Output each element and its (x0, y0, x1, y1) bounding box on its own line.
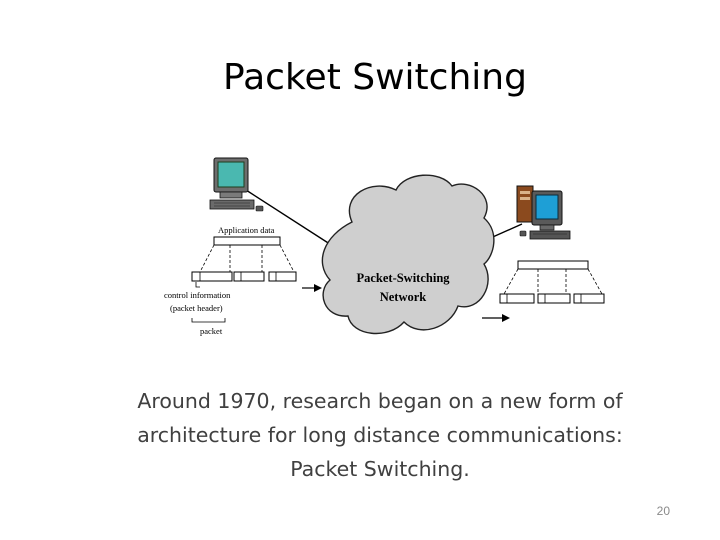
control-info-label-line1: control information (164, 290, 231, 300)
packet-3 (268, 271, 297, 282)
receiver-computer-icon (516, 185, 571, 240)
body-line-1: Around 1970, research began on a new for… (137, 389, 623, 413)
control-info-label-line2: (packet header) (170, 303, 223, 313)
send-arrow-icon (302, 284, 322, 292)
left-connection-line (245, 189, 337, 249)
slide-number: 20 (656, 504, 670, 518)
packet-2 (233, 271, 265, 282)
body-line-3: Packet Switching. (290, 457, 470, 481)
slide-body-text: Around 1970, research began on a new for… (100, 384, 660, 486)
received-packet-1 (499, 293, 535, 304)
packet-label: packet (200, 326, 223, 336)
sender-computer-icon (209, 157, 264, 212)
sender-packet-diagram: Application data control information (pa… (164, 225, 322, 336)
receive-arrow-icon (482, 314, 510, 322)
slide-title: Packet Switching (223, 57, 527, 98)
application-data-bar (213, 236, 281, 246)
network-cloud: Packet-Switching Network (321, 174, 495, 335)
body-line-2: architecture for long distance communica… (137, 423, 623, 447)
packet-1 (191, 271, 233, 282)
cloud-label-line2: Network (380, 290, 427, 304)
cloud-label-line1: Packet-Switching (356, 271, 450, 285)
application-data-label: Application data (218, 225, 275, 235)
receiver-packet-diagram (482, 260, 605, 322)
received-packet-2 (537, 293, 571, 304)
received-packet-3 (573, 293, 605, 304)
reassembled-data-bar (517, 260, 589, 270)
